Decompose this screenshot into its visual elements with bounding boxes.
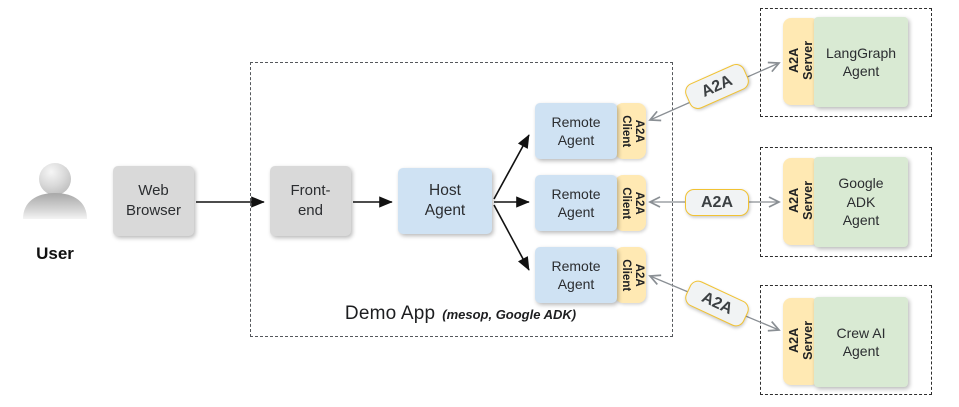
remote-agent-box: Remote Agent — [535, 175, 617, 231]
a2a-protocol-pill: A2A — [682, 277, 752, 330]
a2a-client-tab-label: A2A Client — [619, 187, 645, 219]
web-browser-box: Web Browser — [113, 166, 194, 236]
host-agent-box: Host Agent — [398, 168, 492, 234]
remote-agent-box: Remote Agent — [535, 247, 617, 303]
a2a-protocol-pill: A2A — [685, 189, 749, 216]
a2a-server-tab-label: A2A Server — [786, 41, 815, 80]
user-label: User — [36, 244, 74, 263]
front-end-box: Front- end — [270, 166, 351, 236]
remote-agent-box: Remote Agent — [535, 103, 617, 159]
google-adk-agent-box: Google ADK Agent — [814, 157, 908, 247]
user-icon — [23, 163, 87, 219]
a2a-client-tab: A2A Client — [615, 175, 646, 231]
a2a-server-tab-label: A2A Server — [786, 181, 815, 220]
a2a-client-tab-label: A2A Client — [619, 115, 645, 147]
a2a-protocol-pill: A2A — [682, 61, 752, 112]
a2a-server-tab: A2A Server — [783, 158, 819, 245]
a2a-client-tab-label: A2A Client — [619, 259, 645, 291]
demo-app-caption: Demo App (mesop, Google ADK) — [250, 303, 671, 325]
a2a-server-tab: A2A Server — [783, 18, 819, 105]
crew-ai-agent-box: Crew AI Agent — [814, 297, 908, 387]
crew-ai-dashed-container — [760, 285, 932, 395]
a2a-client-tab: A2A Client — [615, 247, 646, 303]
a2a-client-tab: A2A Client — [615, 103, 646, 159]
a2a-server-tab: A2A Server — [783, 298, 819, 385]
langgraph-agent-box: LangGraph Agent — [814, 17, 908, 107]
a2a-server-tab-label: A2A Server — [786, 321, 815, 360]
demo-app-title: Demo App — [344, 303, 436, 324]
demo-app-subtitle: (mesop, Google ADK) — [442, 307, 577, 322]
